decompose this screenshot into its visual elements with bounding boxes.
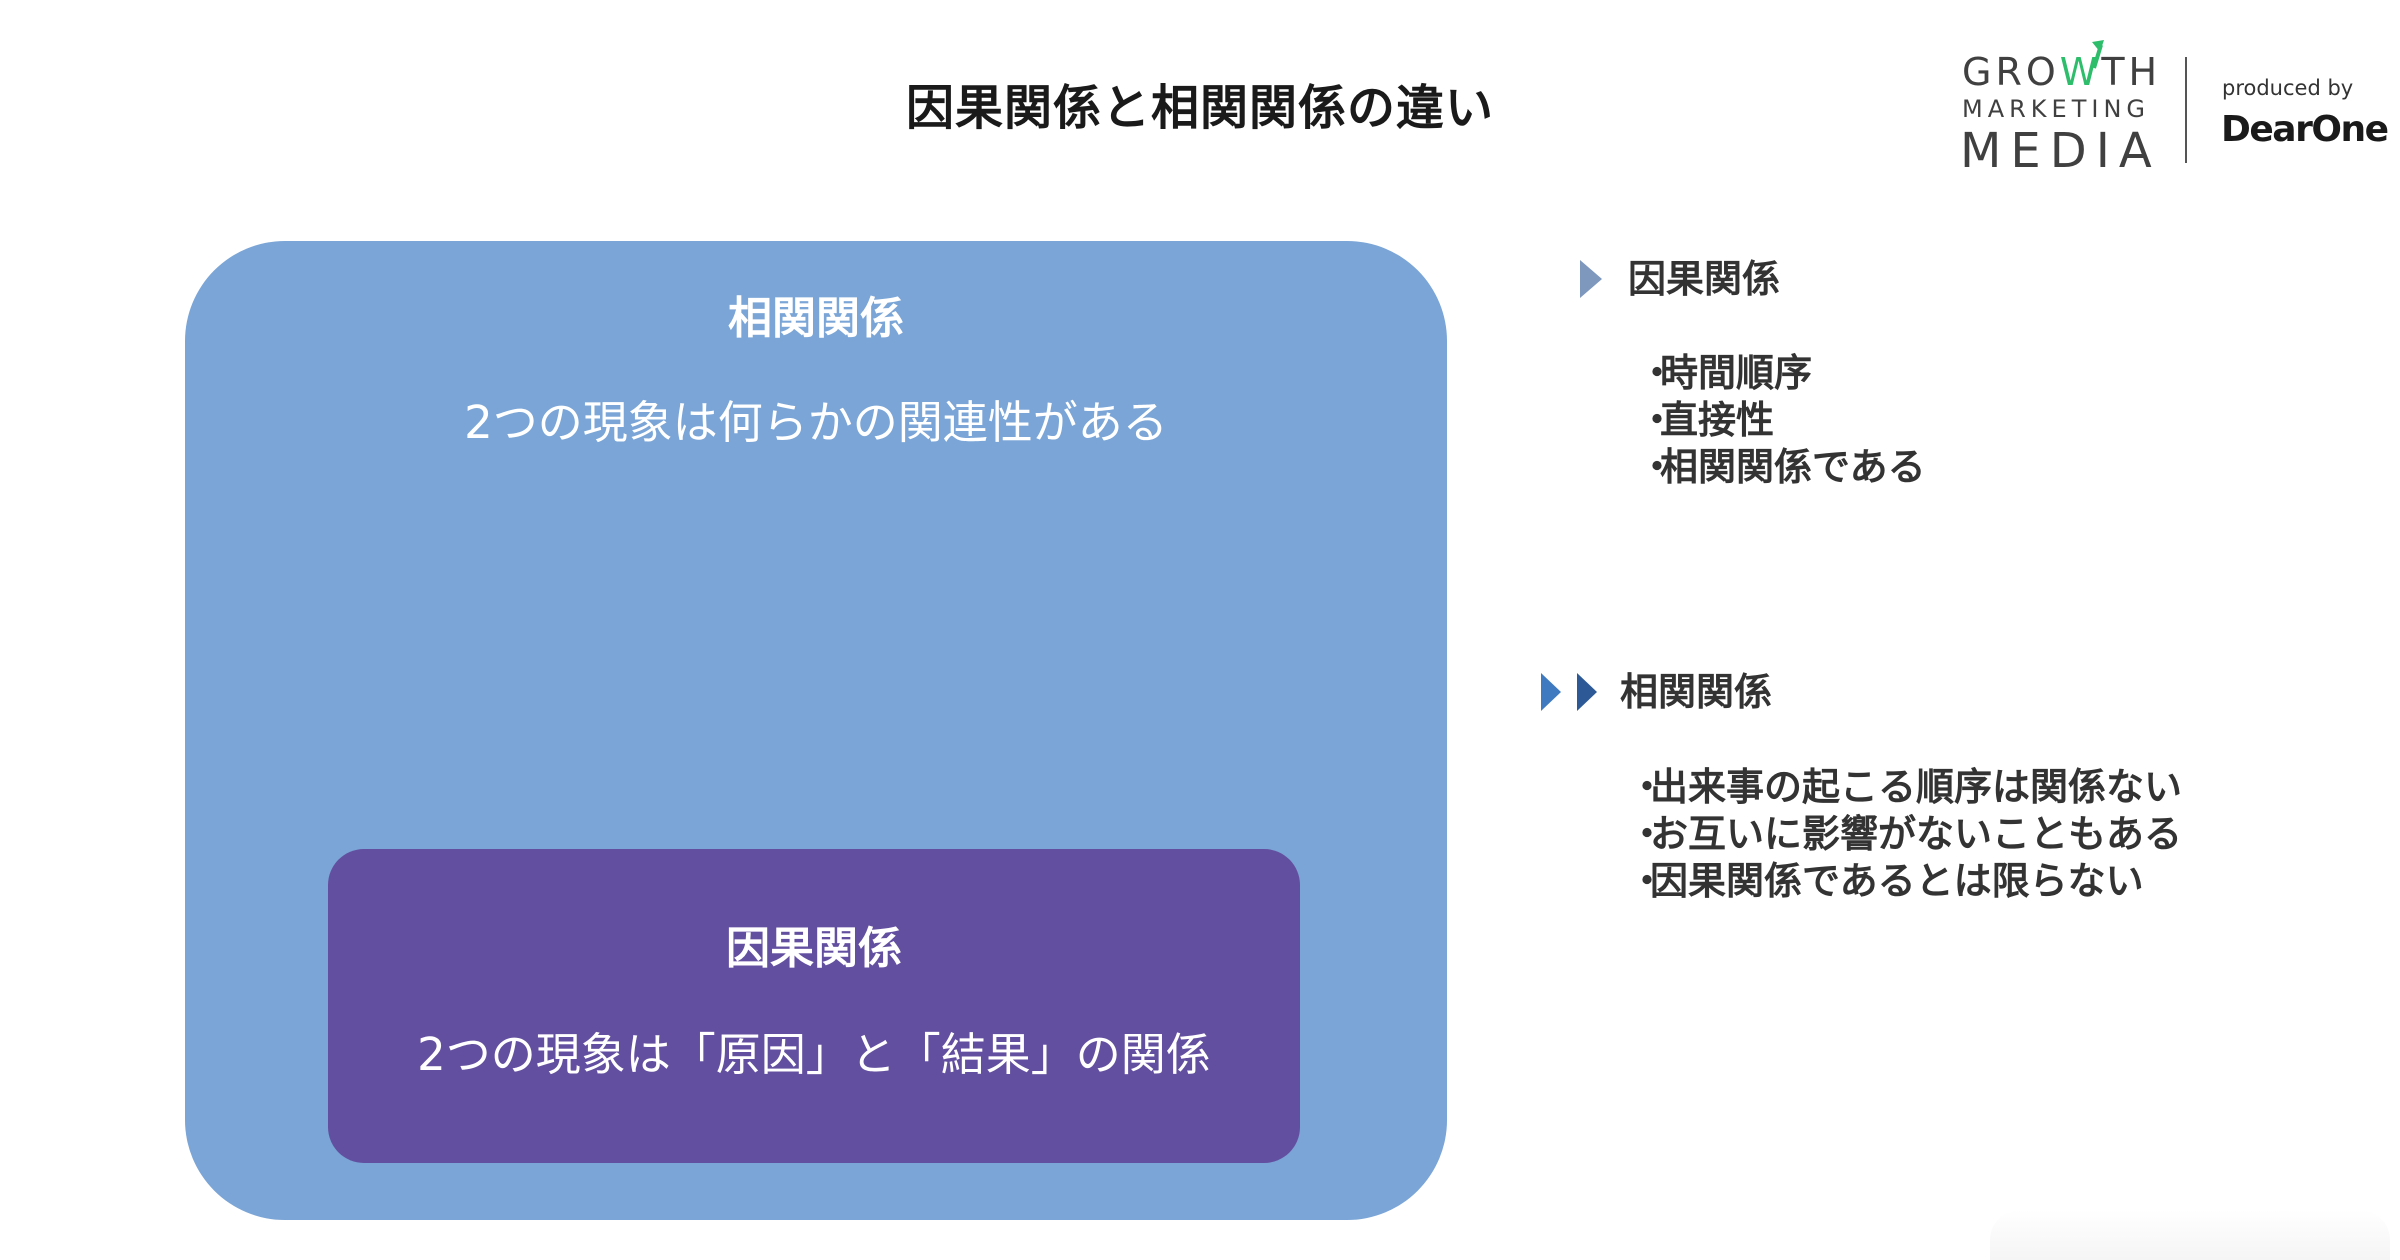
causation-section-heading: 因果関係	[1628, 257, 1781, 301]
list-item: ・出来事の起こる順序は関係ない	[1628, 765, 2183, 809]
logo-growth-text: GROWTH	[1962, 50, 2162, 94]
correlation-list: ・出来事の起こる順序は関係ない ・お互いに影響がないこともある ・因果関係である…	[1628, 764, 2182, 905]
list-item: ・直接性	[1638, 398, 1775, 442]
correlation-heading: 相関関係	[728, 293, 904, 344]
single-triangle-icon	[1580, 260, 1602, 298]
logo-media-text: MEDIA	[1960, 123, 2161, 179]
correlation-section-heading: 相関関係	[1620, 670, 1773, 714]
correlation-box: 相関関係 2つの現象は何らかの関連性がある 因果関係 2つの現象は「原因」と「結…	[185, 241, 1447, 1220]
produced-by-text: produced by	[2222, 76, 2354, 100]
causation-heading: 因果関係	[726, 923, 902, 974]
dearone-brand: DearOne	[2221, 109, 2389, 150]
causation-section-header: 因果関係	[1580, 256, 1780, 302]
growth-arrow-icon	[2092, 40, 2104, 69]
footer-shadow	[1990, 1210, 2390, 1260]
correlation-section-header: 相関関係	[1541, 669, 1772, 715]
causation-box: 因果関係 2つの現象は「原因」と「結果」の関係	[328, 849, 1300, 1163]
list-item: ・相関関係である	[1638, 445, 1926, 489]
list-item: ・時間順序	[1638, 351, 1813, 395]
growth-marketing-media-logo: GROWTH MARKETING MEDIA produced by DearO…	[1958, 40, 2389, 180]
list-item: ・因果関係であるとは限らない	[1628, 859, 2144, 903]
correlation-description: 2つの現象は何らかの関連性がある	[464, 396, 1168, 449]
causation-description: 2つの現象は「原因」と「結果」の関係	[417, 1028, 1211, 1081]
list-item: ・お互いに影響がないこともある	[1628, 812, 2183, 856]
double-triangle-icon	[1577, 673, 1597, 711]
logo-divider	[2185, 57, 2187, 163]
double-triangle-icon	[1541, 673, 1561, 711]
logo-marketing-text: MARKETING	[1962, 95, 2150, 123]
causation-list: ・時間順序 ・直接性 ・相関関係である	[1638, 350, 1926, 491]
slide-title: 因果関係と相関関係の違い	[905, 80, 1494, 136]
